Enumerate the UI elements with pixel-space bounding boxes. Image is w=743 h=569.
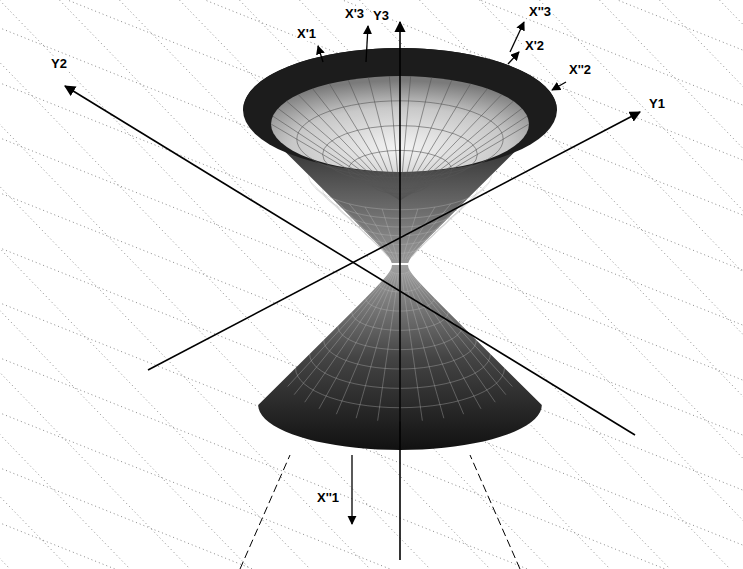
grid-line	[160, 0, 743, 569]
axis-arrow	[318, 46, 323, 62]
inner-mesh	[400, 95, 502, 200]
grid-line	[0, 0, 580, 569]
mesh-meridian	[294, 271, 391, 394]
mesh-meridian	[404, 273, 444, 418]
mesh-meridian	[349, 204, 393, 259]
inner-mesh	[400, 124, 529, 200]
grid-line	[40, 0, 640, 569]
inner-mesh	[400, 101, 513, 200]
dashed-line	[240, 455, 290, 569]
axis-arrow	[148, 112, 640, 370]
inner-mesh	[298, 95, 400, 200]
grid-line	[0, 0, 40, 569]
mesh-meridian	[310, 182, 387, 256]
grid-line	[520, 0, 743, 569]
mesh-meridian	[335, 200, 390, 259]
grid-line	[700, 0, 743, 569]
mesh-meridian	[305, 272, 392, 402]
grid-line	[0, 460, 743, 569]
mesh-meridian	[365, 207, 395, 259]
grid-line	[100, 0, 700, 569]
axis-label: X''1	[316, 490, 340, 505]
inner-mesh	[313, 89, 400, 200]
grid-line	[0, 0, 743, 285]
axis-label: X'1	[296, 26, 317, 41]
axis-arrow	[552, 82, 566, 90]
inner-mesh	[400, 76, 411, 200]
axis-label: Y1	[648, 96, 666, 111]
axis-arrow	[508, 52, 519, 64]
axis-arrow	[366, 26, 368, 62]
grid-line	[220, 0, 743, 569]
axis-arrow	[65, 86, 635, 435]
grid-line	[0, 0, 100, 569]
dashed-line	[470, 455, 520, 569]
mesh-meridian	[413, 182, 490, 256]
inner-mesh	[287, 101, 400, 200]
grid-line	[0, 515, 743, 569]
axis-arrow	[510, 22, 524, 52]
axis-label: Y3	[372, 8, 390, 23]
mesh-meridian	[356, 273, 396, 418]
axis-label: X''2	[568, 62, 592, 77]
grid-line	[0, 0, 220, 569]
grid-line	[0, 0, 160, 569]
inner-mesh	[348, 80, 400, 200]
mesh-meridian	[409, 271, 506, 394]
inner-mesh	[400, 80, 452, 200]
axis-label: Y2	[50, 56, 68, 71]
mesh-meridian	[402, 274, 423, 421]
axis-arrow	[351, 455, 352, 524]
grid-line	[0, 20, 743, 340]
inner-mesh	[400, 108, 522, 200]
axis-label: X''3	[528, 4, 552, 19]
inner-mesh	[271, 124, 400, 200]
grid-line	[0, 0, 280, 569]
mesh-meridian	[378, 274, 399, 421]
inner-mesh	[389, 76, 400, 200]
grid-line	[0, 0, 743, 175]
mesh-meridian	[405, 273, 463, 414]
axis-label: X'3	[344, 6, 365, 21]
grid-line	[580, 0, 743, 569]
grid-line	[0, 240, 743, 560]
axis-label: X'2	[524, 38, 545, 53]
